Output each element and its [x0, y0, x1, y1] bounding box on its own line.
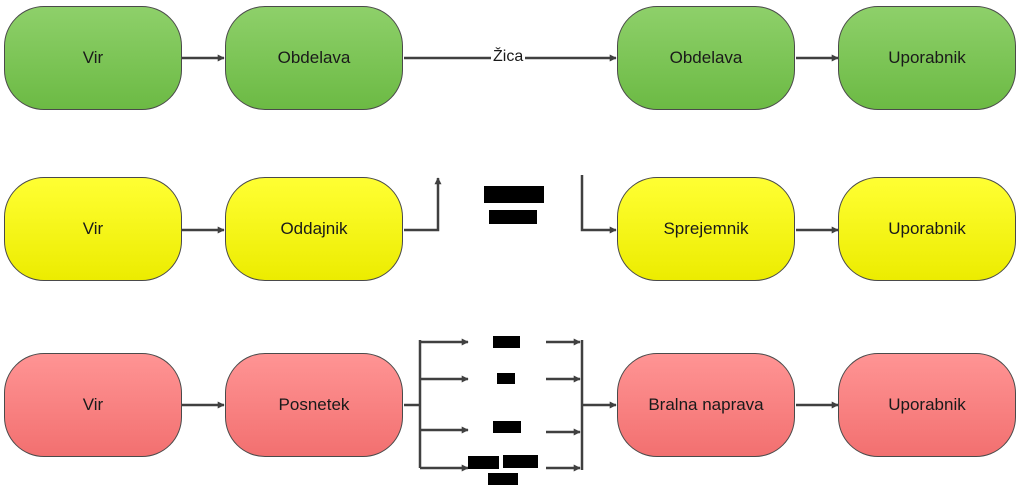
redacted-label: [493, 421, 521, 433]
node-r2-vir: Vir: [4, 177, 182, 281]
node-label: Oddajnik: [280, 219, 348, 238]
node-label: Obdelava: [277, 48, 351, 67]
node-label: Vir: [82, 395, 104, 414]
node-r3-uporabnik: Uporabnik: [838, 353, 1016, 457]
node-r2-uporabnik: Uporabnik: [838, 177, 1016, 281]
redacted-label: [489, 210, 537, 224]
redacted-label: [503, 455, 538, 468]
receive-arrow: [580, 175, 617, 234]
redacted-label: [484, 186, 544, 203]
node-label: Uporabnik: [888, 395, 966, 414]
node-label: Vir: [82, 48, 104, 67]
node-r3-bralna-naprava: Bralna naprava: [617, 353, 795, 457]
node-r1-uporabnik: Uporabnik: [838, 6, 1016, 110]
transmit-arrow: [404, 177, 442, 232]
node-r3-vir: Vir: [4, 353, 182, 457]
node-r3-posnetek: Posnetek: [225, 353, 403, 457]
node-label: Bralna naprava: [648, 395, 764, 414]
node-label: Uporabnik: [888, 219, 966, 238]
node-r2-sprejemnik: Sprejemnik: [617, 177, 795, 281]
redacted-label: [468, 456, 499, 469]
wire-label: Žica: [491, 47, 526, 67]
node-label: Vir: [82, 219, 104, 238]
node-label: Posnetek: [278, 395, 350, 414]
node-r1-vir: Vir: [4, 6, 182, 110]
node-r1-obdelava-1: Obdelava: [225, 6, 403, 110]
node-r2-oddajnik: Oddajnik: [225, 177, 403, 281]
node-label: Uporabnik: [888, 48, 966, 67]
node-label: Obdelava: [669, 48, 743, 67]
node-r1-obdelava-2: Obdelava: [617, 6, 795, 110]
redacted-label: [497, 373, 515, 384]
redacted-label: [493, 336, 520, 348]
redacted-label: [488, 473, 518, 485]
node-label: Sprejemnik: [663, 219, 749, 238]
